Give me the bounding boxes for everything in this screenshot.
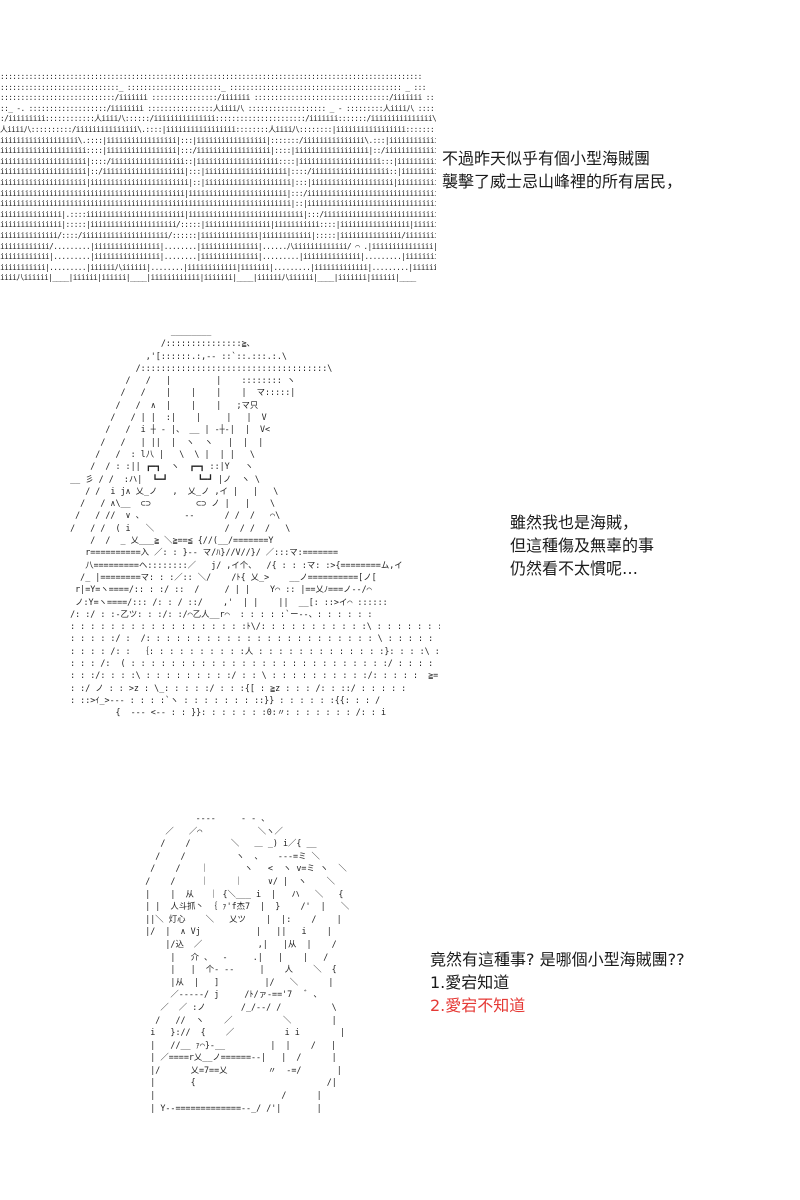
dialogue-line: 仍然看不太慣呢… bbox=[510, 559, 639, 578]
dialogue-line: 竟然有這種事? 是哪個小型海賊團?? bbox=[430, 950, 685, 969]
dialogue-line: 不過昨天似乎有個小型海賊團 bbox=[442, 149, 651, 168]
dialogue-line: 但這種傷及無辜的事 bbox=[510, 536, 655, 555]
dialogue-line: 襲擊了威士忌山峰裡的所有居民， bbox=[442, 172, 683, 191]
village-ascii-art: ::::::::::::::::::::::::::::::::::::::::… bbox=[0, 72, 436, 283]
choice-option-1[interactable]: 1.愛宕知道 bbox=[430, 973, 510, 992]
pirate-girl-ascii-art: ________ /:::::::::::::::≧、 ,'[::::::.:,… bbox=[70, 326, 440, 718]
dialogue-line: 雖然我也是海賊， bbox=[510, 513, 639, 532]
dialogue-atago: 竟然有這種事? 是哪個小型海賊團?? 1.愛宕知道 2.愛宕不知道 bbox=[430, 948, 685, 1017]
choice-option-2[interactable]: 2.愛宕不知道 bbox=[430, 996, 526, 1015]
atago-ascii-art: ‐‐‐‐ ‐ ‐ 、 ／ ／⌒ ＼ヽ／ / / ＼ ＿ _) i／{ __ / … bbox=[145, 813, 350, 1113]
narration-village: 不過昨天似乎有個小型海賊團 襲擊了威士忌山峰裡的所有居民， bbox=[442, 147, 682, 193]
dialogue-pirate-girl: 雖然我也是海賊， 但這種傷及無辜的事 仍然看不太慣呢… bbox=[510, 511, 654, 580]
